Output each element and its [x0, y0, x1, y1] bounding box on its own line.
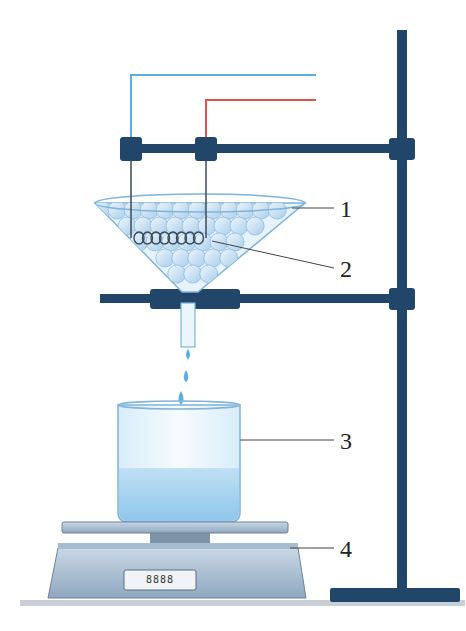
callout-number: 2 [340, 257, 352, 281]
leader-lines [212, 208, 334, 548]
retort-stand [100, 30, 460, 602]
ice-cube [230, 217, 248, 235]
ice-cube [220, 249, 238, 267]
ice-cube [188, 201, 206, 219]
beaker [118, 401, 240, 522]
ice-cube [226, 233, 244, 251]
ice-cube [130, 233, 148, 251]
heater-lead [130, 161, 132, 238]
ice-cube [168, 265, 186, 283]
ice-cube [210, 233, 228, 251]
ice-cube [184, 265, 202, 283]
ice-cube [172, 201, 190, 219]
ice-cube [156, 201, 174, 219]
ice-cube [156, 249, 174, 267]
callout-number: 3 [340, 429, 352, 453]
heating-coil [134, 232, 204, 244]
ice-cube [194, 233, 212, 251]
heater-lead [205, 161, 207, 238]
callout-number: 1 [340, 197, 352, 221]
ice-cube [188, 249, 206, 267]
callout-number: 4 [340, 537, 352, 561]
ice-cube [236, 201, 254, 219]
ice-cube [200, 265, 218, 283]
display-screen [124, 570, 196, 590]
ice-cube [246, 217, 264, 235]
water-drop [184, 370, 189, 383]
ice-cube [108, 201, 126, 219]
blue-wire [131, 75, 316, 137]
coil-turn [194, 232, 204, 244]
ice-cube [204, 201, 222, 219]
funnel [92, 194, 305, 347]
ice-cube [172, 249, 190, 267]
display-reading: 8888 [146, 575, 174, 585]
water-drop [186, 349, 190, 360]
ice-cube [118, 217, 136, 235]
ice-cube [204, 249, 222, 267]
ice-cube [220, 201, 238, 219]
red-wire [206, 100, 316, 137]
ice-cube [214, 217, 232, 235]
electronic-balance [48, 522, 306, 598]
water-drop [179, 391, 184, 405]
